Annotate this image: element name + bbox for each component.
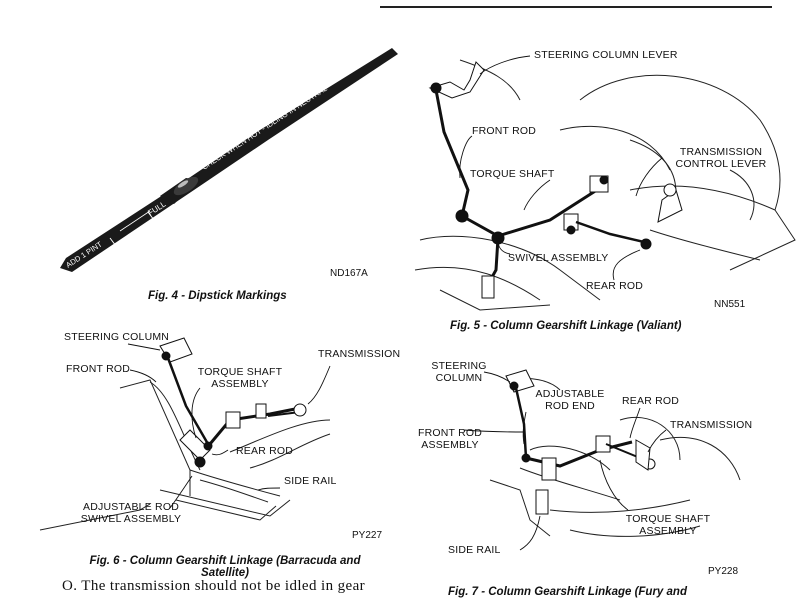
fig6-label-torque-shaft-line2: ASSEMBLY bbox=[211, 378, 269, 390]
fig7-code: PY228 bbox=[708, 566, 739, 577]
fig4-code: ND167A bbox=[330, 268, 368, 279]
header-rule bbox=[380, 6, 772, 8]
valiant-leader-lines bbox=[459, 55, 663, 281]
fig6-code: PY227 bbox=[352, 530, 383, 541]
fig7-label-front-rod-line1: FRONT ROD bbox=[417, 427, 483, 439]
fig6-label-adjustable-rod-line2: SWIVEL ASSEMBLY bbox=[80, 513, 182, 525]
fig7-caption: Fig. 7 - Column Gearshift Linkage (Fury … bbox=[448, 586, 687, 598]
fig5-label-transmission-control-lever-line2: CONTROL LEVER bbox=[675, 158, 767, 170]
dipstick-illustration: ADD 1 PINT FULL CHECK WHEN HOT - IDLING … bbox=[60, 48, 398, 272]
fig6-label-adjustable-rod-line1: ADJUSTABLE ROD bbox=[83, 501, 179, 513]
fig7-label-steering-column: STEERING COLUMN bbox=[428, 360, 490, 384]
fig6-caption-line2: Satellite) bbox=[201, 567, 249, 579]
fig5-caption: Fig. 5 - Column Gearshift Linkage (Valia… bbox=[450, 320, 682, 332]
fig7-label-rear-rod: REAR ROD bbox=[622, 395, 680, 407]
fig7-label-adjustable-rod-end-line2: ROD END bbox=[545, 400, 595, 412]
fig6-caption: Fig. 6 - Column Gearshift Linkage (Barra… bbox=[60, 555, 390, 579]
fig5-label-steering-column-lever: STEERING COLUMN LEVER bbox=[534, 49, 678, 61]
fig6-label-torque-shaft: TORQUE SHAFT ASSEMBLY bbox=[190, 366, 290, 390]
fig7-label-front-rod-line2: ASSEMBLY bbox=[421, 439, 479, 451]
barracuda-linkage-illustration bbox=[39, 337, 331, 531]
fig7-label-torque-shaft: TORQUE SHAFT ASSEMBLY bbox=[618, 513, 718, 537]
fig7-label-adjustable-rod-end-line1: ADJUSTABLE bbox=[535, 388, 605, 400]
fig7-label-steering-column-line1: STEERING bbox=[431, 360, 487, 372]
fig7-label-front-rod: FRONT ROD ASSEMBLY bbox=[410, 427, 490, 451]
fig6-label-torque-shaft-line1: TORQUE SHAFT bbox=[197, 366, 283, 378]
fig6-label-transmission: TRANSMISSION bbox=[318, 348, 401, 360]
dipstick-check-marking: CHECK WHEN HOT - IDLING IN NEUTRAL bbox=[200, 84, 329, 172]
fury-linkage-illustration bbox=[463, 369, 741, 551]
fig7-label-adjustable-rod-end: ADJUSTABLE ROD END bbox=[530, 388, 610, 412]
fig7-label-transmission: TRANSMISSION bbox=[670, 419, 753, 431]
fig6-label-side-rail: SIDE RAIL bbox=[284, 475, 337, 487]
fig6-label-front-rod: FRONT ROD bbox=[66, 363, 131, 375]
fig6-label-adjustable-rod: ADJUSTABLE ROD SWIVEL ASSEMBLY bbox=[76, 501, 186, 525]
figure-7-fury: STEERING COLUMN ADJUSTABLE ROD END REAR … bbox=[400, 340, 800, 599]
figure-4-dipstick: ADD 1 PINT FULL CHECK WHEN HOT - IDLING … bbox=[0, 0, 400, 310]
fig5-label-torque-shaft: TORQUE SHAFT bbox=[470, 168, 555, 180]
fury-leader-lines bbox=[463, 371, 667, 551]
fig5-label-transmission-control-lever-line1: TRANSMISSION bbox=[679, 146, 763, 158]
fig7-label-steering-column-line2: COLUMN bbox=[435, 372, 483, 384]
fig6-caption-line1: Fig. 6 - Column Gearshift Linkage (Barra… bbox=[89, 555, 361, 567]
fig7-label-torque-shaft-line1: TORQUE SHAFT bbox=[625, 513, 711, 525]
fig7-label-torque-shaft-line2: ASSEMBLY bbox=[639, 525, 697, 537]
fig5-code: NN551 bbox=[714, 299, 746, 310]
fig5-label-transmission-control-lever: TRANSMISSION CONTROL LEVER bbox=[666, 146, 776, 170]
fig4-caption: Fig. 4 - Dipstick Markings bbox=[148, 290, 287, 302]
barracuda-leader-lines bbox=[127, 343, 331, 509]
figure-6-barracuda: STEERING COLUMN FRONT ROD TORQUE SHAFT A… bbox=[0, 320, 400, 590]
fig7-label-side-rail: SIDE RAIL bbox=[448, 544, 501, 556]
figure-5-valiant: STEERING COLUMN LEVER FRONT ROD TORQUE S… bbox=[400, 40, 800, 340]
dipstick-add-marking: ADD 1 PINT bbox=[64, 239, 104, 269]
fig6-label-rear-rod: REAR ROD bbox=[236, 445, 294, 457]
valiant-linkage-illustration bbox=[414, 55, 796, 311]
body-paragraph: O. The transmission should not be idled … bbox=[62, 578, 366, 594]
fig6-label-steering-column: STEERING COLUMN bbox=[64, 331, 170, 343]
fig5-label-swivel-assembly: SWIVEL ASSEMBLY bbox=[508, 252, 609, 264]
fig5-label-rear-rod: REAR ROD bbox=[586, 280, 644, 292]
fig5-label-front-rod: FRONT ROD bbox=[472, 125, 537, 137]
